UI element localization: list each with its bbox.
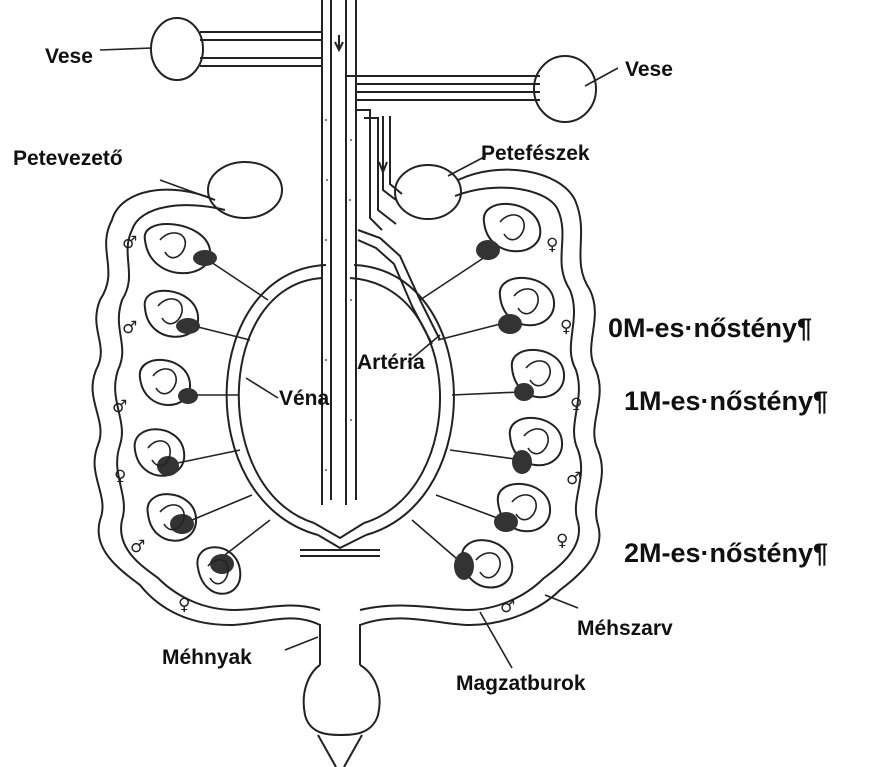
label-uterine-horn: Méhszarv <box>577 617 673 640</box>
sex-symbol: ♂ <box>122 318 137 338</box>
kidney-right <box>534 56 596 122</box>
vascular-ring <box>227 265 454 556</box>
label-kidney-right: Vese <box>625 58 673 81</box>
note-1m-female: 1M-es·nőstény¶ <box>624 386 828 416</box>
fetus-right-2: ♀ <box>498 278 572 337</box>
sex-symbol: ♀ <box>556 531 568 551</box>
label-vein: Véna <box>279 387 330 410</box>
kidney-left <box>151 18 203 80</box>
fetus-left-1: ♂ <box>122 224 217 273</box>
sex-symbol: ♂ <box>112 397 127 417</box>
label-ovary: Petefészek <box>481 142 590 165</box>
renal-vessel-right <box>346 76 540 100</box>
fetus-left-6: ♀ <box>178 547 240 615</box>
sex-symbol: ♂ <box>500 597 515 617</box>
ovarian-vessel-right <box>356 110 440 344</box>
fetus-right-4: ♂ <box>510 418 581 489</box>
fetus-left-2: ♂ <box>122 291 200 338</box>
sex-symbol: ♀ <box>546 235 558 255</box>
sex-symbol: ♂ <box>130 537 145 557</box>
label-amnion: Magzatburok <box>456 672 586 695</box>
ovary-right <box>395 165 461 219</box>
renal-vessel-left <box>200 32 322 66</box>
fetus-group-right: ♀ ♀ ♀ ♂ ♀ ♂ <box>454 204 582 617</box>
label-kidney-left: Vese <box>45 45 93 68</box>
note-2m-female: 2M-es·nőstény¶ <box>624 538 828 568</box>
sex-symbol: ♂ <box>122 233 137 253</box>
fetus-left-4: ♀ <box>114 429 184 487</box>
sex-symbol: ♂ <box>566 469 581 489</box>
sex-symbol: ♀ <box>178 595 190 615</box>
fetus-right-1: ♀ <box>476 204 558 260</box>
label-artery: Artéria <box>357 351 425 374</box>
fetus-group-left: ♂ ♂ ♂ ♀ ♂ ♀ <box>112 224 240 615</box>
fetus-left-5: ♂ <box>130 494 196 557</box>
fetus-right-6: ♂ <box>454 540 515 617</box>
vessel-stipple <box>325 119 352 471</box>
sex-symbol: ♀ <box>560 317 572 337</box>
sex-symbol: ♀ <box>570 395 582 415</box>
note-0m-female: 0M-es·nőstény¶ <box>608 313 812 343</box>
label-cervix: Méhnyak <box>162 646 252 669</box>
label-oviduct: Petevezető <box>13 147 123 170</box>
fetus-left-3: ♂ <box>112 360 198 417</box>
cervix <box>304 632 380 767</box>
sex-symbol: ♀ <box>114 467 126 487</box>
fetus-right-5: ♀ <box>494 484 568 551</box>
